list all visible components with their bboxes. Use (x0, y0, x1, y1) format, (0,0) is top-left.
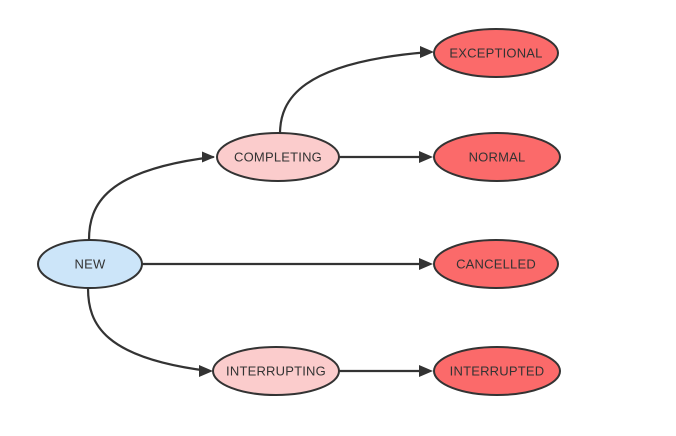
arrow-head-icon (420, 46, 434, 58)
arrow-head-icon (199, 365, 213, 377)
edge-layer (86, 46, 434, 377)
node-normal[interactable] (433, 132, 561, 182)
edge-completing-to-exceptional[interactable] (278, 46, 434, 136)
node-cancelled[interactable] (433, 239, 559, 289)
edge-new-to-interrupting[interactable] (86, 286, 213, 377)
node-exceptional[interactable] (433, 28, 559, 78)
node-interrupted[interactable] (433, 346, 561, 396)
arrow-head-icon (419, 151, 433, 163)
edge-path (278, 50, 432, 136)
edge-path (87, 155, 215, 242)
arrow-head-icon (202, 151, 215, 163)
edge-path (86, 286, 211, 373)
node-layer (37, 28, 561, 396)
node-completing[interactable] (216, 132, 340, 182)
edge-interrupting-to-interrupted[interactable] (337, 365, 433, 377)
node-interrupting[interactable] (212, 346, 340, 396)
node-new[interactable] (37, 239, 143, 289)
arrow-head-icon (419, 258, 433, 270)
edge-completing-to-normal[interactable] (337, 151, 433, 163)
arrow-head-icon (419, 365, 433, 377)
edge-new-to-completing[interactable] (87, 151, 215, 242)
edge-new-to-cancelled[interactable] (140, 258, 433, 270)
